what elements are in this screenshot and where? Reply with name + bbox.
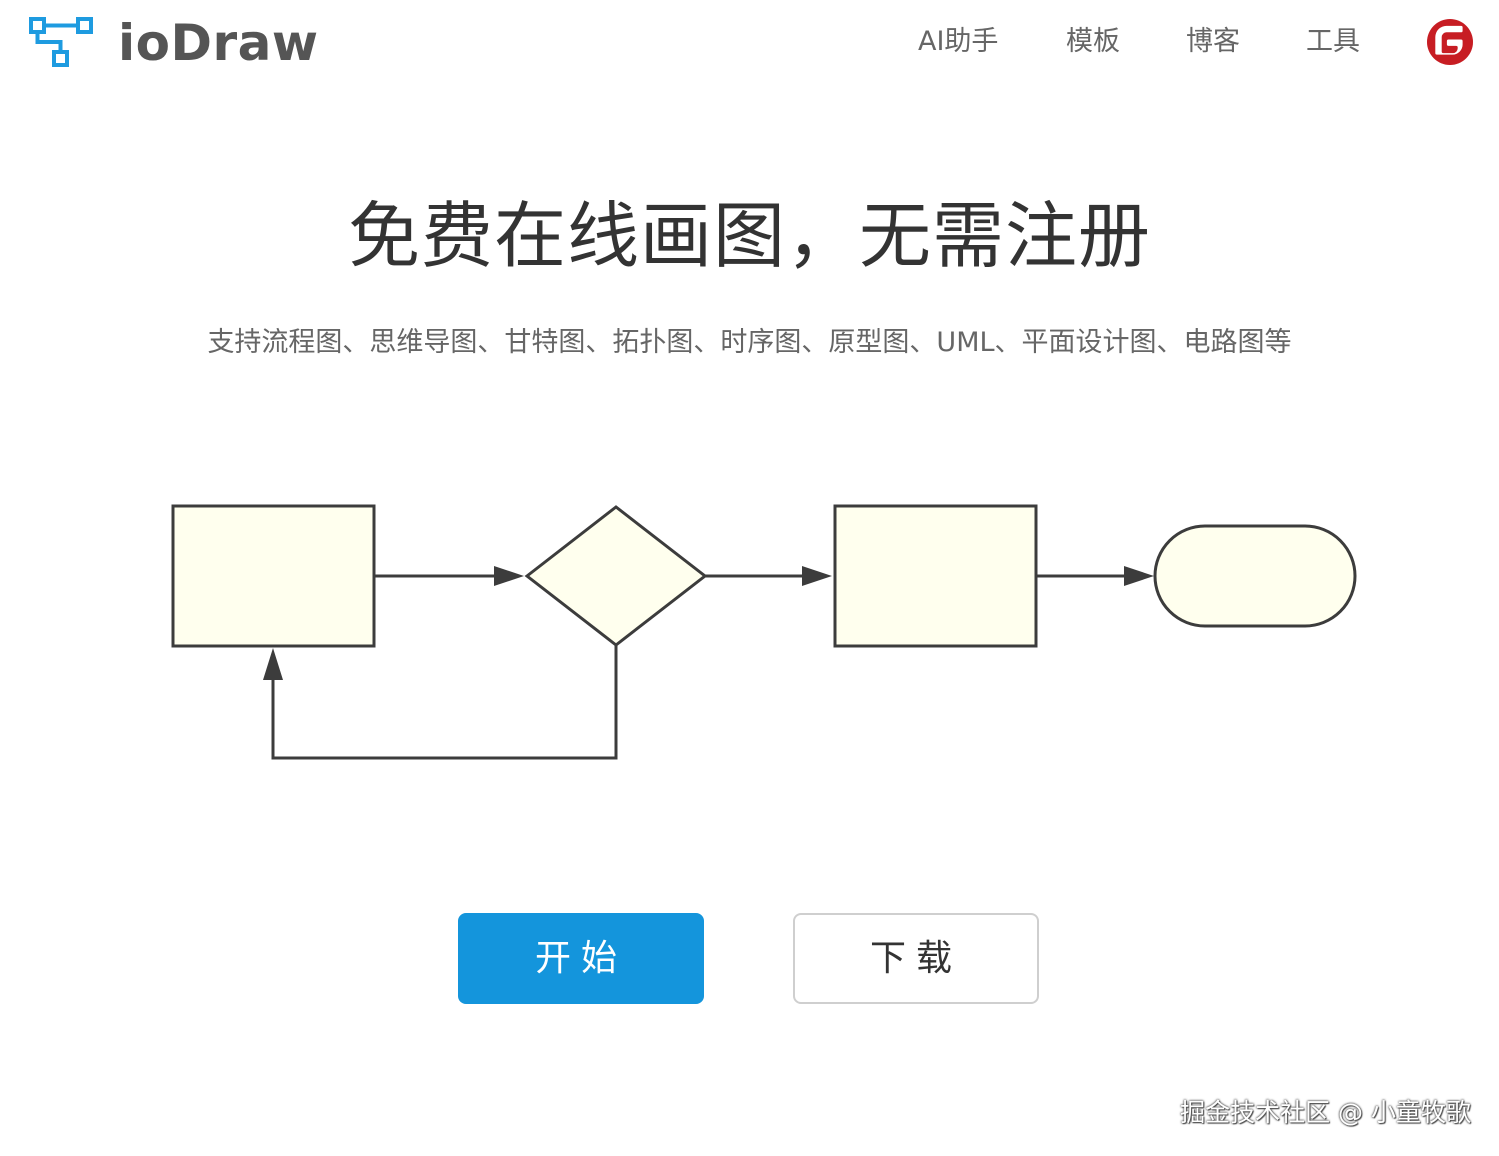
flowchart-connectors <box>271 574 1128 760</box>
start-button[interactable]: 开始 <box>458 913 704 1004</box>
logo-icon[interactable] <box>28 16 94 68</box>
arrowhead-loop <box>263 648 283 680</box>
brand-name[interactable]: ioDraw <box>118 14 319 72</box>
arrowhead-3 <box>1124 566 1154 586</box>
gitee-icon[interactable] <box>1426 18 1474 66</box>
flowchart-shapes <box>171 504 1357 648</box>
hero-subtitle: 支持流程图、思维导图、甘特图、拓扑图、时序图、原型图、UML、平面设计图、电路图… <box>207 327 1292 358</box>
connector-loop-back <box>271 645 618 760</box>
terminator-shape <box>1153 524 1357 628</box>
nav-tools[interactable]: 工具 <box>1306 26 1360 57</box>
process-box-1 <box>171 504 376 648</box>
download-button[interactable]: 下载 <box>793 913 1039 1004</box>
nav-templates[interactable]: 模板 <box>1066 26 1120 57</box>
flowchart-arrowheads <box>263 566 1154 680</box>
arrowhead-1 <box>494 566 524 586</box>
arrowhead-2 <box>802 566 832 586</box>
nav-blog[interactable]: 博客 <box>1186 26 1240 57</box>
watermark: 掘金技术社区 @ 小童牧歌 <box>1180 1098 1471 1127</box>
decision-diamond <box>524 505 708 647</box>
hero-title: 免费在线画图，无需注册 <box>347 194 1151 278</box>
nav-ai-assistant[interactable]: AI助手 <box>918 26 999 57</box>
process-box-2 <box>833 504 1038 648</box>
